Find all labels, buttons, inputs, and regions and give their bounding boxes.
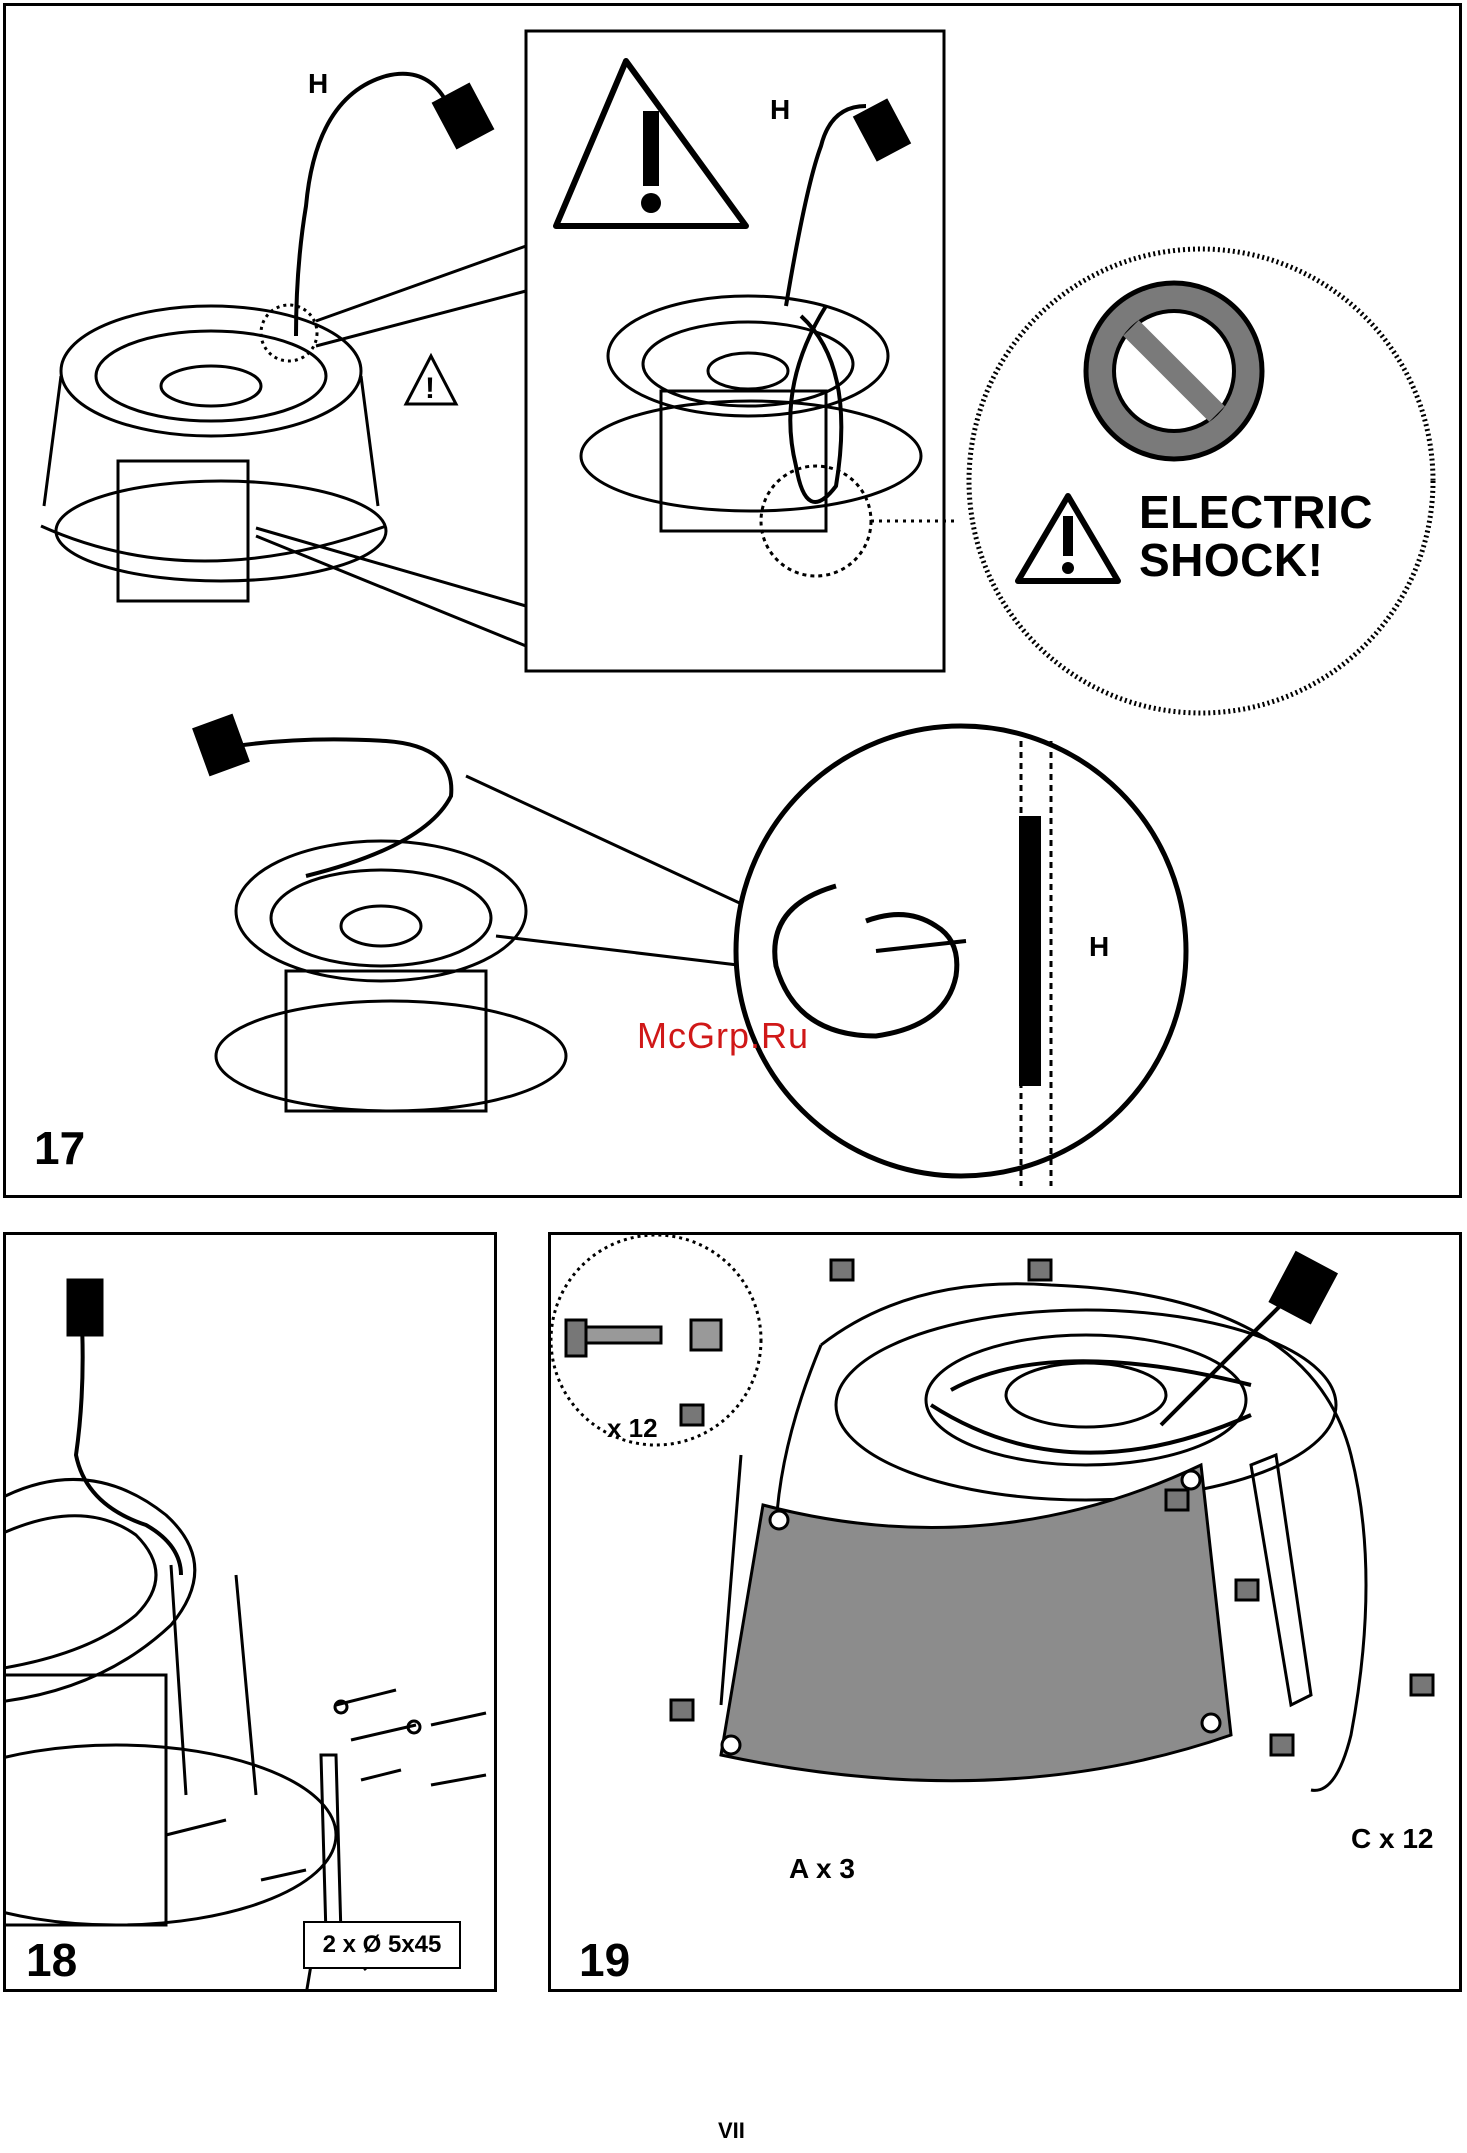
bolt-icon [566,1320,586,1356]
screw-spec-box: 2 x Ø 5x45 [303,1921,461,1969]
page-number: VII [718,2118,745,2144]
cable-label-h: H [770,94,790,126]
electric-shock-warning: ELECTRIC SHOCK! [1139,488,1373,584]
shock-line-2: SHOCK! [1139,536,1373,584]
cap-icon [691,1320,721,1350]
plug-icon [1270,1253,1336,1323]
svg-text:!: ! [425,372,435,405]
step-number: 19 [579,1933,630,1987]
screw-anchors [335,1690,486,1785]
bolt-count-label: x 12 [607,1413,658,1444]
hood-base-left-top [56,481,386,581]
watermark: McGrp.Ru [637,1015,809,1057]
step-19-illustration [551,1235,1462,1992]
shock-line-1: ELECTRIC [1139,488,1373,536]
cable-label-h: H [1089,931,1109,963]
step-18-panel: 2 x Ø 5x45 18 [3,1232,497,1992]
cable-clip-detail [736,726,1186,1176]
plug-icon [194,716,248,775]
cable-label-h: H [308,68,328,100]
step-number: 17 [34,1121,85,1175]
front-panel-a [721,1465,1231,1781]
cap-count-label: C x 12 [1351,1823,1434,1855]
plug-icon [68,1280,102,1335]
step-19-panel: x 12 A x 3 C x 12 19 [548,1232,1462,1992]
step-18-illustration [6,1235,497,1992]
panel-count-label: A x 3 [789,1853,855,1885]
step-number: 18 [26,1933,77,1987]
